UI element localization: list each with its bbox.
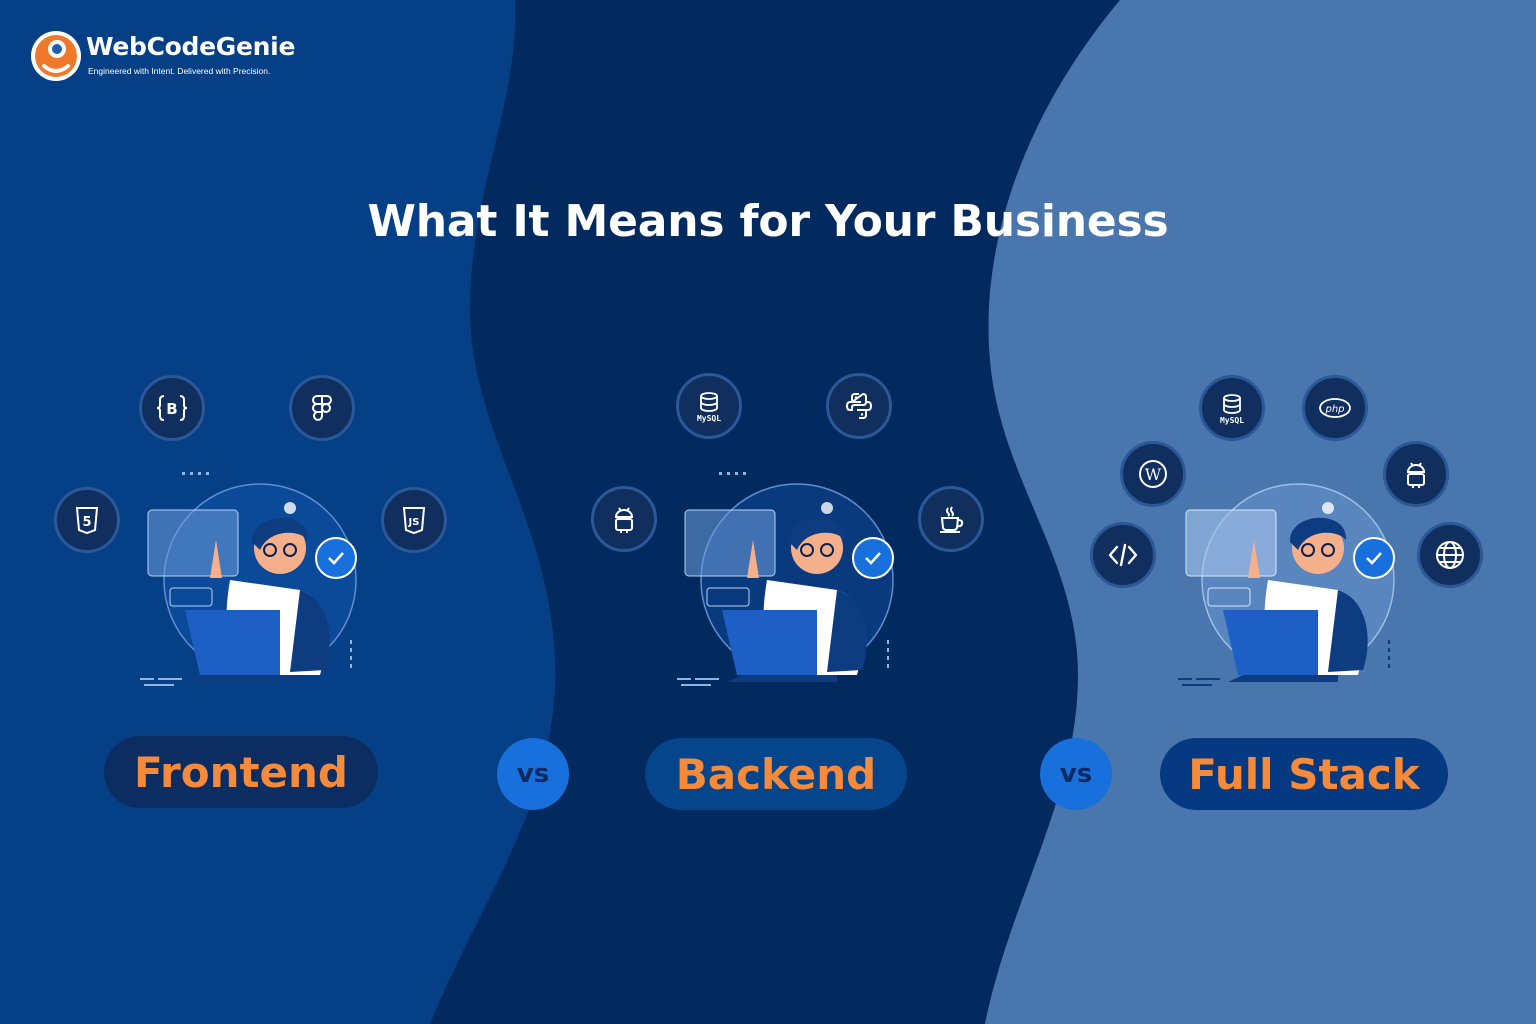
bootstrap-icon: B: [139, 375, 205, 441]
developer-illustration-fullstack: [1178, 483, 1395, 686]
brand-name: WebCodeGenie: [86, 32, 296, 61]
mysql-icon: MySQL: [676, 373, 742, 439]
mysql-icon: MySQL: [1199, 375, 1265, 441]
frontend-label: Frontend: [104, 736, 378, 808]
vs-badge-1: vs: [497, 738, 569, 810]
svg-text:5: 5: [82, 515, 91, 530]
brand-tagline: Engineered with Intent. Delivered with P…: [88, 66, 271, 76]
python-icon: [826, 373, 892, 439]
android-icon: [1383, 441, 1449, 507]
javascript-icon: JS: [381, 487, 447, 553]
java-icon: [918, 486, 984, 552]
svg-text:JS: JS: [408, 517, 420, 528]
fullstack-label: Full Stack: [1160, 738, 1448, 810]
backend-label: Backend: [645, 738, 907, 810]
vs-badge-2: vs: [1040, 738, 1112, 810]
svg-text:php: php: [1324, 404, 1344, 415]
page-title: What It Means for Your Business: [367, 196, 1169, 247]
svg-text:MySQL: MySQL: [697, 414, 721, 423]
svg-text:MySQL: MySQL: [1220, 416, 1244, 425]
developer-illustration-frontend: [140, 472, 357, 686]
svg-text:B: B: [166, 400, 177, 418]
php-icon: php: [1302, 375, 1368, 441]
android-icon: [591, 486, 657, 552]
developer-illustration-backend: [677, 472, 894, 686]
webcodegenie-logo-icon: [31, 31, 81, 81]
code-icon: [1090, 522, 1156, 588]
svg-text:W: W: [1145, 465, 1162, 484]
figma-icon: [289, 375, 355, 441]
globe-icon: [1417, 522, 1483, 588]
html5-icon: 5: [54, 487, 120, 553]
wordpress-icon: W: [1120, 441, 1186, 507]
